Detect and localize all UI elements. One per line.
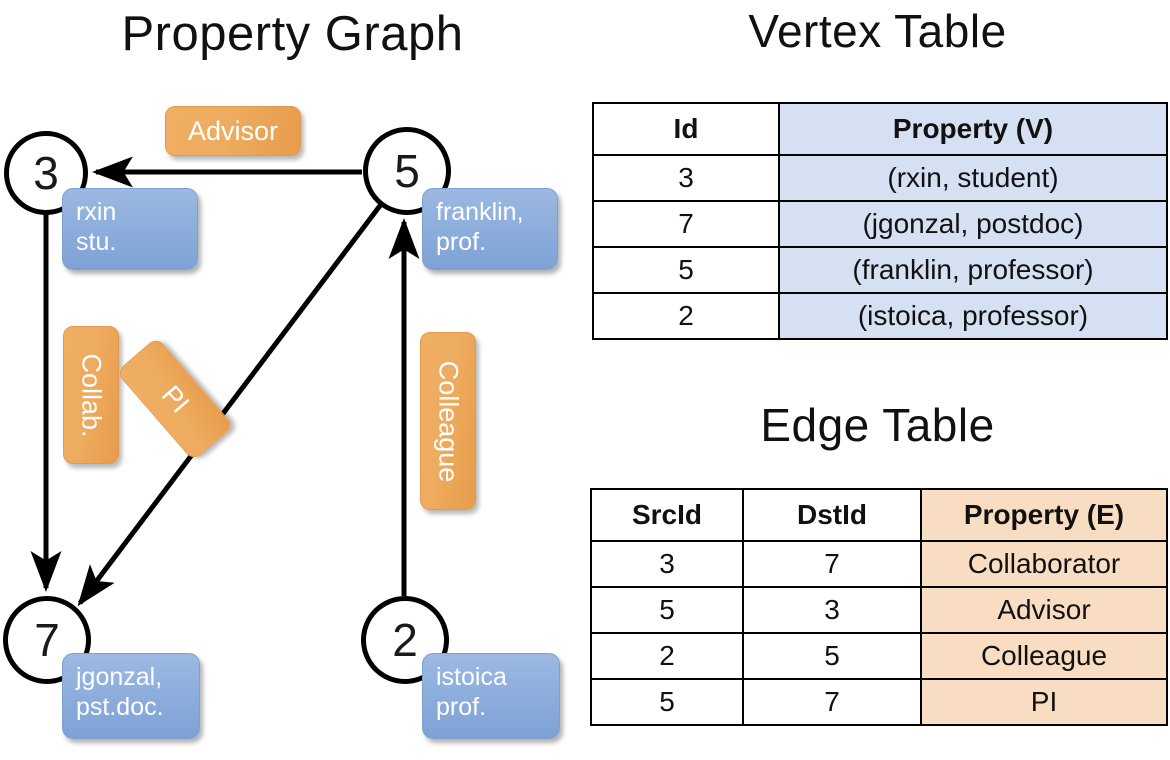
table-row[interactable]: 2 5 Colleague — [590, 632, 1168, 680]
edge-table-col-srcid: SrcId — [590, 488, 744, 542]
edge-cell-srcid: 3 — [590, 540, 744, 588]
vertex-property-box-3-line1: rxin — [76, 198, 117, 226]
graph-node-2[interactable]: 2 — [361, 596, 449, 684]
vertex-property-box-2: istoica prof. — [422, 653, 560, 739]
page-title-vertex-table: Vertex Table — [748, 5, 1007, 57]
vertex-property-box-7-line1: jgonzal, — [76, 663, 163, 691]
vertex-table-col-id: Id — [592, 102, 780, 156]
table-row[interactable]: 5 3 Advisor — [590, 586, 1168, 634]
table-row[interactable]: 7 (jgonzal, postdoc) — [592, 200, 1168, 248]
graph-node-2-label: 2 — [392, 614, 418, 666]
vertex-cell-id: 2 — [592, 292, 780, 340]
vertex-table-col-property: Property (V) — [778, 102, 1168, 156]
page-title-property-graph: Property Graph — [121, 7, 464, 61]
graph-node-7-label: 7 — [34, 614, 60, 666]
vertex-property-box-7: jgonzal, pst.doc. — [62, 653, 200, 739]
edge-table-header-row: SrcId DstId Property (E) — [590, 488, 1168, 542]
edge-table: SrcId DstId Property (E) 3 7 Collaborato… — [590, 488, 1168, 726]
edge-cell-srcid: 5 — [590, 586, 744, 634]
edge-label-collab-text: Collab. — [76, 352, 107, 438]
vertex-cell-property: (istoica, professor) — [778, 292, 1168, 340]
edge-cell-property: Colleague — [920, 632, 1168, 680]
edge-5-to-7 — [77, 201, 384, 607]
graph-node-5[interactable]: 5 — [363, 127, 451, 215]
table-row[interactable]: 3 7 Collaborator — [590, 540, 1168, 588]
edge-table-col-dstid: DstId — [742, 488, 922, 542]
edge-cell-dstid: 5 — [742, 632, 922, 680]
vertex-cell-property: (jgonzal, postdoc) — [778, 200, 1168, 248]
vertex-cell-property: (franklin, professor) — [778, 246, 1168, 294]
edge-cell-property: Advisor — [920, 586, 1168, 634]
page-title-edge-table: Edge Table — [760, 399, 995, 451]
edge-table-col-property: Property (E) — [920, 488, 1168, 542]
vertex-property-box-2-line1: istoica — [436, 663, 507, 691]
vertex-table: Id Property (V) 3 (rxin, student) 7 (jgo… — [592, 102, 1168, 340]
vertex-property-box-7-line2: pst.doc. — [76, 692, 164, 721]
vertex-cell-id: 7 — [592, 200, 780, 248]
edge-label-advisor-text: Advisor — [187, 115, 279, 146]
graph-node-3-label: 3 — [33, 147, 59, 199]
table-row[interactable]: 2 (istoica, professor) — [592, 292, 1168, 340]
table-row[interactable]: 3 (rxin, student) — [592, 154, 1168, 202]
table-row[interactable]: 5 7 PI — [590, 678, 1168, 726]
vertex-property-box-3: rxin stu. — [62, 188, 198, 270]
vertex-cell-id: 3 — [592, 154, 780, 202]
edge-cell-property: PI — [920, 678, 1168, 726]
edge-cell-property: Collaborator — [920, 540, 1168, 588]
vertex-property-box-5-line2: prof. — [436, 227, 487, 256]
vertex-cell-id: 5 — [592, 246, 780, 294]
graph-edges-svg — [30, 156, 420, 607]
vertex-property-box-2-line2: prof. — [436, 692, 487, 721]
vertex-property-box-3-line2: stu. — [76, 227, 117, 256]
property-graph-diagram: 3 5 7 2 rxin stu. franklin, prof. jgonza… — [3, 106, 560, 739]
edge-label-advisor: Advisor — [165, 106, 301, 156]
edge-label-colleague: Colleague — [420, 332, 476, 510]
vertex-property-box-5: franklin, prof. — [422, 188, 558, 270]
graph-node-5-label: 5 — [394, 145, 420, 197]
edge-label-colleague-text: Colleague — [433, 360, 464, 482]
edge-cell-srcid: 2 — [590, 632, 744, 680]
edge-cell-dstid: 3 — [742, 586, 922, 634]
edge-cell-dstid: 7 — [742, 678, 922, 726]
vertex-table-header-row: Id Property (V) — [592, 102, 1168, 156]
edge-cell-dstid: 7 — [742, 540, 922, 588]
vertex-property-box-5-line1: franklin, — [436, 198, 524, 226]
edge-label-collab: Collab. — [63, 326, 119, 464]
table-row[interactable]: 5 (franklin, professor) — [592, 246, 1168, 294]
edge-label-pi-text: PI — [155, 379, 196, 419]
edge-cell-srcid: 5 — [590, 678, 744, 726]
vertex-cell-property: (rxin, student) — [778, 154, 1168, 202]
